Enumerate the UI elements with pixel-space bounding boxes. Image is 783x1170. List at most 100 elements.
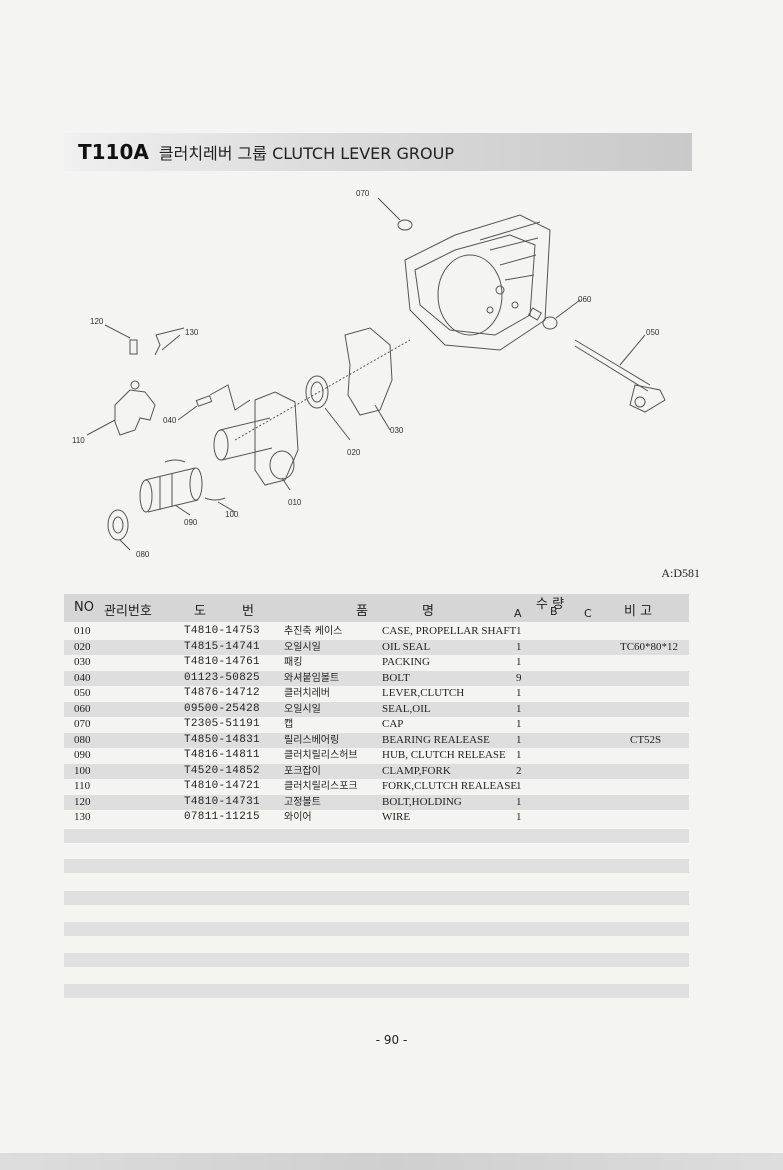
row-note: CT52S xyxy=(630,733,662,746)
row-part-no: T4520-14852 xyxy=(184,764,260,777)
empty-table-band xyxy=(64,829,689,843)
group-title: 클러치레버 그룹 CLUTCH LEVER GROUP xyxy=(158,144,454,163)
row-part-no: 09500-25428 xyxy=(184,702,260,715)
row-qty: 1 xyxy=(516,749,522,761)
row-name-en: LEVER,CLUTCH xyxy=(382,687,465,699)
header-name-2: 명 xyxy=(422,604,434,619)
table-row: 020 T4815-14741 오일시일 OIL SEAL 1 TC60*80*12 xyxy=(64,639,689,655)
svg-text:070: 070 xyxy=(356,189,370,198)
page-number: - 90 - xyxy=(375,1033,408,1047)
row-name-en: BOLT,HOLDING xyxy=(382,795,462,808)
row-no: 090 xyxy=(74,749,91,761)
row-note: TC60*80*12 xyxy=(620,640,679,653)
row-part-no: T4815-14741 xyxy=(184,640,260,653)
row-part-no: T2305-51191 xyxy=(184,718,260,730)
row-name-kr: 와셔붙임볼트 xyxy=(284,672,340,684)
row-qty: 1 xyxy=(516,656,522,668)
empty-table-band xyxy=(64,953,689,967)
svg-text:100: 100 xyxy=(225,510,239,519)
scan-edge-strip xyxy=(0,1153,783,1170)
row-qty: 1 xyxy=(516,780,522,792)
row-part-no: T4810-14731 xyxy=(184,795,260,808)
row-no: 080 xyxy=(74,733,91,746)
bolt-part xyxy=(195,395,213,407)
header-qty: 수 량 xyxy=(536,597,565,612)
table-row: 010 T4810-14753 추진축 케이스 CASE, PROPELLAR SHA… xyxy=(64,624,689,640)
header-qty-c: C xyxy=(584,607,592,620)
row-qty: 2 xyxy=(516,764,522,777)
row-name-en: OIL SEAL xyxy=(382,640,431,653)
svg-text:050: 050 xyxy=(646,328,660,337)
row-no: 050 xyxy=(74,687,91,699)
row-name-en: SEAL,OIL xyxy=(382,702,431,715)
diagram-reference: A:D581 xyxy=(661,566,700,580)
empty-table-band xyxy=(64,922,689,936)
section-title-bar: T110A 클러치레버 그룹 CLUTCH LEVER GROUP xyxy=(64,133,692,171)
row-name-kr: 캡 xyxy=(284,719,294,730)
row-no: 040 xyxy=(74,671,91,684)
row-no: 020 xyxy=(74,640,91,653)
release-hub-part xyxy=(139,467,203,513)
row-name-en: CASE, PROPELLAR SHAFT xyxy=(382,625,517,637)
holding-bolt-part xyxy=(129,339,138,355)
empty-table-band xyxy=(64,984,689,998)
row-name-kr: 클러치레버 xyxy=(284,688,330,699)
row-qty: 9 xyxy=(516,671,522,684)
header-qty-b: B xyxy=(550,605,558,618)
row-no: 100 xyxy=(74,764,91,777)
row-qty: 1 xyxy=(516,687,522,699)
row-name-kr: 오일시일 xyxy=(284,703,321,715)
group-code: T110A xyxy=(78,140,149,164)
row-no: 110 xyxy=(74,780,91,792)
row-name-en: BOLT xyxy=(382,671,410,684)
header-no: NO xyxy=(74,600,94,615)
row-part-no: T4810-14721 xyxy=(184,780,260,792)
svg-text:010: 010 xyxy=(288,498,302,507)
row-name-kr: 고정볼트 xyxy=(284,796,321,808)
row-part-no: T4816-14811 xyxy=(184,749,260,761)
row-name-en: FORK,CLUTCH REALEASE xyxy=(382,780,518,792)
svg-text:020: 020 xyxy=(347,448,361,457)
header-mgmt-no: 관리번호 xyxy=(104,604,152,619)
row-name-kr: 오일시일 xyxy=(284,641,321,653)
cap-part xyxy=(397,219,413,231)
propellar-case-part xyxy=(213,391,299,486)
header-name-1: 품 xyxy=(356,604,368,619)
row-name-en: WIRE xyxy=(382,811,411,823)
row-no: 070 xyxy=(74,718,91,730)
row-no: 060 xyxy=(74,702,91,715)
wire-part xyxy=(154,327,185,356)
oil-seal-part xyxy=(305,375,329,409)
row-name-kr: 와이어 xyxy=(284,812,312,823)
row-no: 030 xyxy=(74,656,91,668)
seal-part xyxy=(542,316,558,330)
row-part-no: T4810-14761 xyxy=(184,656,260,668)
row-name-en: CAP xyxy=(382,718,404,730)
transmission-housing xyxy=(404,214,551,351)
row-name-kr: 클러치릴리스허브 xyxy=(284,750,358,761)
table-row: 040 01123-50825 와셔붙임볼트 BOLT 9 xyxy=(64,670,689,686)
row-no: 010 xyxy=(74,625,91,637)
row-part-no: 07811-11215 xyxy=(184,811,260,823)
parts-table-body: 010 T4810-14753 추진축 케이스 CASE, PROPELLAR SHA… xyxy=(64,624,689,826)
row-qty: 1 xyxy=(516,640,522,653)
table-row: 100 T4520-14852 포크잡이 CLAMP,FORK 2 xyxy=(64,763,689,779)
row-part-no: 01123-50825 xyxy=(184,671,260,684)
row-qty: 1 xyxy=(516,625,522,637)
clamp-part xyxy=(164,459,186,463)
row-name-en: CLAMP,FORK xyxy=(382,764,451,777)
row-qty: 1 xyxy=(516,811,522,823)
header-qty-a: A xyxy=(514,607,522,620)
row-name-kr: 클러치릴리스포크 xyxy=(284,781,358,792)
row-name-kr: 추진축 케이스 xyxy=(284,626,343,637)
row-part-no: T4810-14753 xyxy=(184,625,260,637)
row-name-kr: 포크잡이 xyxy=(284,765,321,777)
exploded-parts-diagram: 070 060 050 120 130 040 110 030 020 010 … xyxy=(72,189,666,559)
row-part-no: T4850-14831 xyxy=(184,733,260,746)
